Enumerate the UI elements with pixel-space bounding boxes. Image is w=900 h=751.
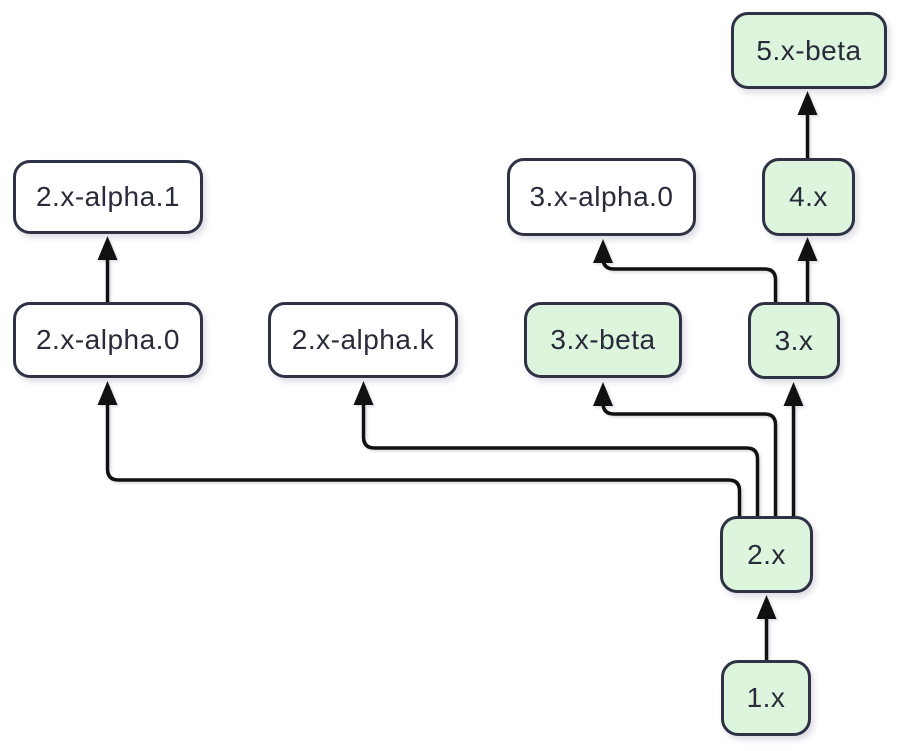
edge-1x-to-2x xyxy=(756,595,777,661)
node-2x-alpha-1: 2.x-alpha.1 xyxy=(13,160,203,234)
node-2x: 2.x xyxy=(720,516,813,593)
arrowhead-up-icon xyxy=(797,237,818,261)
node-2x-alpha-k: 2.x-alpha.k xyxy=(268,302,458,378)
arrowhead-up-icon xyxy=(593,382,613,406)
edge-2x-to-2x-alphak xyxy=(353,381,760,517)
node-label: 2.x xyxy=(747,538,786,570)
arrowhead-up-icon xyxy=(353,381,374,405)
edge-3x-to-3x-alpha0 xyxy=(593,239,778,303)
node-label: 3.x-beta xyxy=(550,324,656,355)
node-1x: 1.x xyxy=(721,660,811,736)
node-2x-alpha-0: 2.x-alpha.0 xyxy=(13,302,203,378)
edge-2x-to-2x-alpha0 xyxy=(97,381,742,517)
arrowhead-up-icon xyxy=(783,382,804,406)
node-4x: 4.x xyxy=(762,158,855,236)
arrowhead-up-icon xyxy=(97,381,118,405)
edge-2x-alpha0-to-2x-alpha1 xyxy=(97,236,118,303)
arrowhead-up-icon xyxy=(97,236,118,260)
edge-4x-to-5x-beta xyxy=(797,91,818,159)
node-label: 3.x xyxy=(774,324,814,356)
node-label: 5.x-beta xyxy=(756,34,862,66)
node-5x-beta: 5.x-beta xyxy=(731,12,887,89)
node-label: 2.x-alpha.1 xyxy=(35,181,181,212)
node-3x: 3.x xyxy=(748,302,840,379)
node-label: 4.x xyxy=(789,181,828,212)
arrowhead-up-icon xyxy=(797,91,818,115)
arrowhead-up-icon xyxy=(593,239,613,263)
node-label: 3.x-alpha.0 xyxy=(529,181,674,212)
node-label: 1.x xyxy=(746,682,786,713)
node-label: 2.x-alpha.0 xyxy=(35,324,181,355)
edge-3x-to-4x xyxy=(797,237,818,303)
edge-2x-to-3x-beta xyxy=(593,382,778,517)
node-3x-beta: 3.x-beta xyxy=(524,302,682,378)
edge-2x-to-3x xyxy=(783,382,804,517)
node-label: 2.x-alpha.k xyxy=(291,324,435,355)
arrowhead-up-icon xyxy=(756,595,777,619)
node-3x-alpha-0: 3.x-alpha.0 xyxy=(507,158,696,236)
